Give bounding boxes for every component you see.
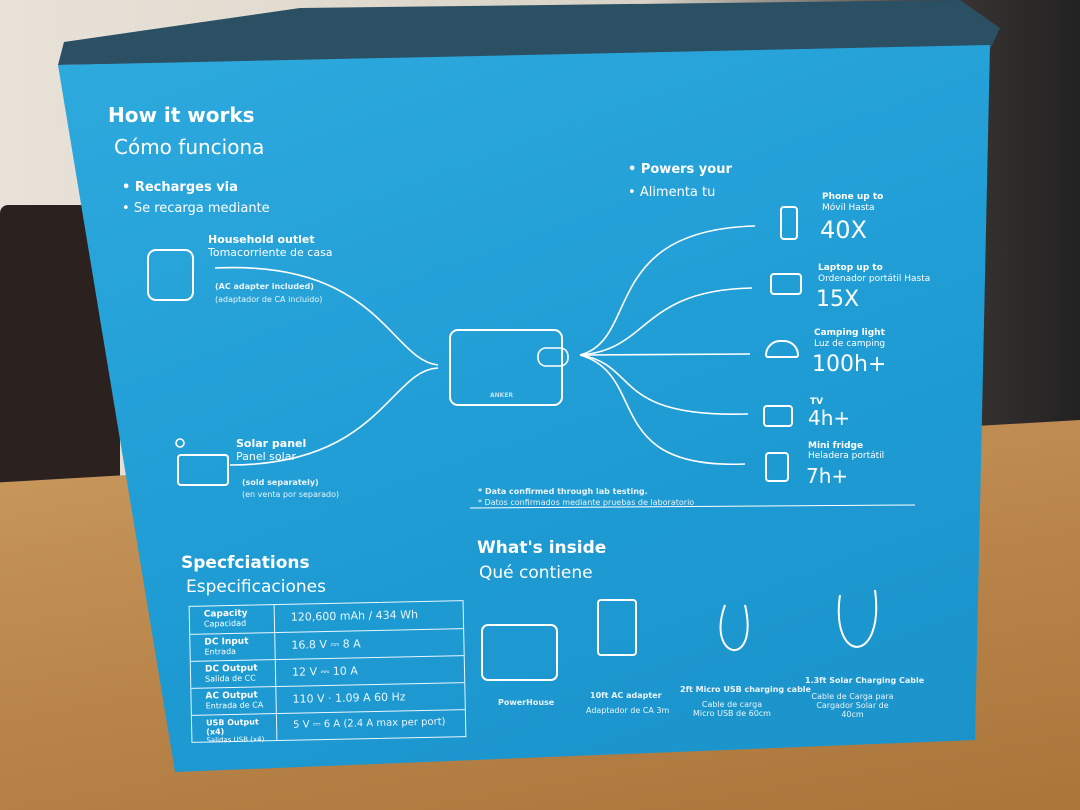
device-value: 4h+ <box>808 406 851 430</box>
powerhouse-icon <box>449 329 563 406</box>
phone-icon <box>780 206 798 240</box>
device-name-es: Móvil Hasta <box>822 203 875 213</box>
laptop-icon <box>770 273 802 295</box>
spec-value: 120,600 mAh / 434 Wh <box>290 608 419 624</box>
how-title: How it works <box>108 103 255 127</box>
recharges-text: Recharges via <box>134 180 238 195</box>
recharges-label: • Recharges via <box>122 180 238 195</box>
solar-panel-icon <box>177 454 229 486</box>
outlet-note: (AC adapter included) <box>215 282 314 291</box>
powers-text-es: Alimenta tu <box>639 185 716 200</box>
spec-key-es: Salidas USB (x4) <box>206 735 265 745</box>
footnote-es: * Datos confirmados mediante pruebas de … <box>478 498 695 507</box>
spec-key: USB Output (x4) <box>205 717 259 737</box>
powers-label-es: • Alimenta tu <box>628 185 716 200</box>
solar-note-es: (en venta por separado) <box>242 490 340 499</box>
how-title-es: Cómo funciona <box>114 135 265 159</box>
device-value: 40X <box>820 216 867 244</box>
spec-key-es: Salida de CC <box>205 673 256 684</box>
inside-item: 10ft AC adapter <box>590 691 662 700</box>
inside-item-es: Adaptador de CA 3m <box>586 706 670 715</box>
spec-value: 12 V ⎓ 10 A <box>291 664 358 679</box>
device-name-es: Luz de camping <box>814 339 886 349</box>
outlet-title: Household outlet <box>208 233 315 246</box>
usb-cable-icon <box>719 604 749 651</box>
spec-value: 110 V · 1.09 A 60 Hz <box>292 690 406 706</box>
solar-title: Solar panel <box>236 437 307 450</box>
ac-adapter-icon <box>597 599 637 656</box>
solar-cable-icon <box>837 589 878 648</box>
outlet-note-es: (adaptador de CA incluido) <box>215 295 323 304</box>
device-name: TV <box>810 397 824 407</box>
inside-item: PowerHouse <box>498 698 555 707</box>
powerhouse-item-icon <box>481 624 558 681</box>
footnote: * Data confirmed through lab testing. <box>478 487 648 496</box>
fridge-icon <box>765 452 789 482</box>
powers-text: Powers your <box>640 162 732 177</box>
spec-key-es: Capacidad <box>203 618 247 629</box>
solar-note: (sold separately) <box>242 478 319 487</box>
device-value: 100h+ <box>812 352 887 377</box>
solar-title-es: Panel solar <box>236 450 296 463</box>
recharges-label-es: • Se recarga mediante <box>122 201 270 216</box>
outlet-icon <box>147 249 194 301</box>
spec-value: 16.8 V ⎓ 8 A <box>291 637 361 652</box>
spec-value: 5 V ⎓ 6 A (2.4 A max per port) <box>293 716 446 731</box>
specs-title-es: Especificaciones <box>186 577 326 597</box>
recharges-text-es: Se recarga mediante <box>133 201 270 216</box>
inside-item-es: Cable de carga Micro USB de 60cm <box>693 700 771 718</box>
device-name: Camping light <box>814 328 885 338</box>
inside-item-es: Cable de Carga para Cargador Solar de 40… <box>811 692 894 719</box>
spec-key-es: Entrada <box>204 646 237 657</box>
specs-title: Specfciations <box>181 553 310 573</box>
inside-title-es: Qué contiene <box>479 563 593 583</box>
device-name: Laptop up to <box>818 263 883 273</box>
device-value: 15X <box>816 287 860 312</box>
device-name: Mini fridge <box>808 441 864 451</box>
lamp-icon <box>765 340 799 358</box>
spec-row: USB Output (x4)Salidas USB (x4) 5 V ⎓ 6 A… <box>191 709 466 745</box>
tv-icon <box>763 405 793 427</box>
inside-item: 2ft Micro USB charging cable <box>680 685 811 694</box>
device-value: 7h+ <box>806 464 849 488</box>
device-name-es: Heladera portátil <box>808 451 885 461</box>
spec-key-es: Entrada de CA <box>205 700 264 711</box>
device-name: Phone up to <box>822 192 884 202</box>
device-name-es: Ordenador portátil Hasta <box>818 274 931 284</box>
outlet-title-es: Tomacorriente de casa <box>208 246 333 259</box>
inside-item: 1.3ft Solar Charging Cable <box>805 676 925 685</box>
brand-logo: ANKER <box>490 392 514 399</box>
inside-title: What's inside <box>477 538 607 558</box>
powers-label: • Powers your <box>628 162 732 177</box>
